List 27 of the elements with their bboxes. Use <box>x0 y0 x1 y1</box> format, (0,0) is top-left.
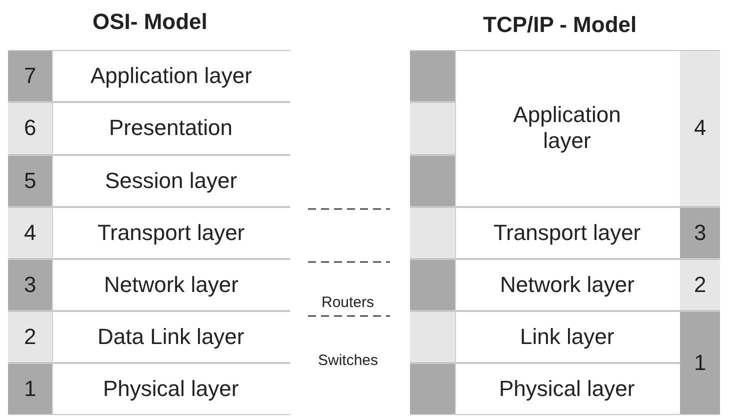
layer-name: Physical layer <box>499 376 635 402</box>
layer-number: 2 <box>694 272 706 298</box>
layer-number: 3 <box>694 220 706 246</box>
heading: OSI- Model <box>92 9 208 35</box>
heading: TCP/IP - Model <box>483 12 637 38</box>
layer-name: Application layer <box>90 63 252 89</box>
layer-number: 1 <box>694 350 706 376</box>
layer-number: 3 <box>24 272 36 298</box>
layer-number: 4 <box>694 115 706 141</box>
layer-number: 7 <box>24 63 36 89</box>
layer-name: Link layer <box>520 324 614 350</box>
layer-number: 4 <box>24 220 36 246</box>
layer-name: Network layer <box>500 272 634 298</box>
layer-name: Network layer <box>104 272 238 298</box>
layer-name: Presentation <box>109 115 233 141</box>
layer-name: Application layer <box>512 102 622 154</box>
layer-name: Transport layer <box>494 220 641 246</box>
layer-name: Session layer <box>105 168 238 194</box>
layer-name: Data Link layer <box>98 324 244 350</box>
layer-name: Physical layer <box>103 376 239 402</box>
layer-number: 1 <box>24 376 36 402</box>
device-label: Routers <box>322 294 374 310</box>
layer-number: 6 <box>24 115 36 141</box>
device-label: Switches <box>318 352 378 368</box>
layer-number: 2 <box>24 324 36 350</box>
layer-name: Transport layer <box>98 220 245 246</box>
layer-number: 5 <box>24 168 36 194</box>
